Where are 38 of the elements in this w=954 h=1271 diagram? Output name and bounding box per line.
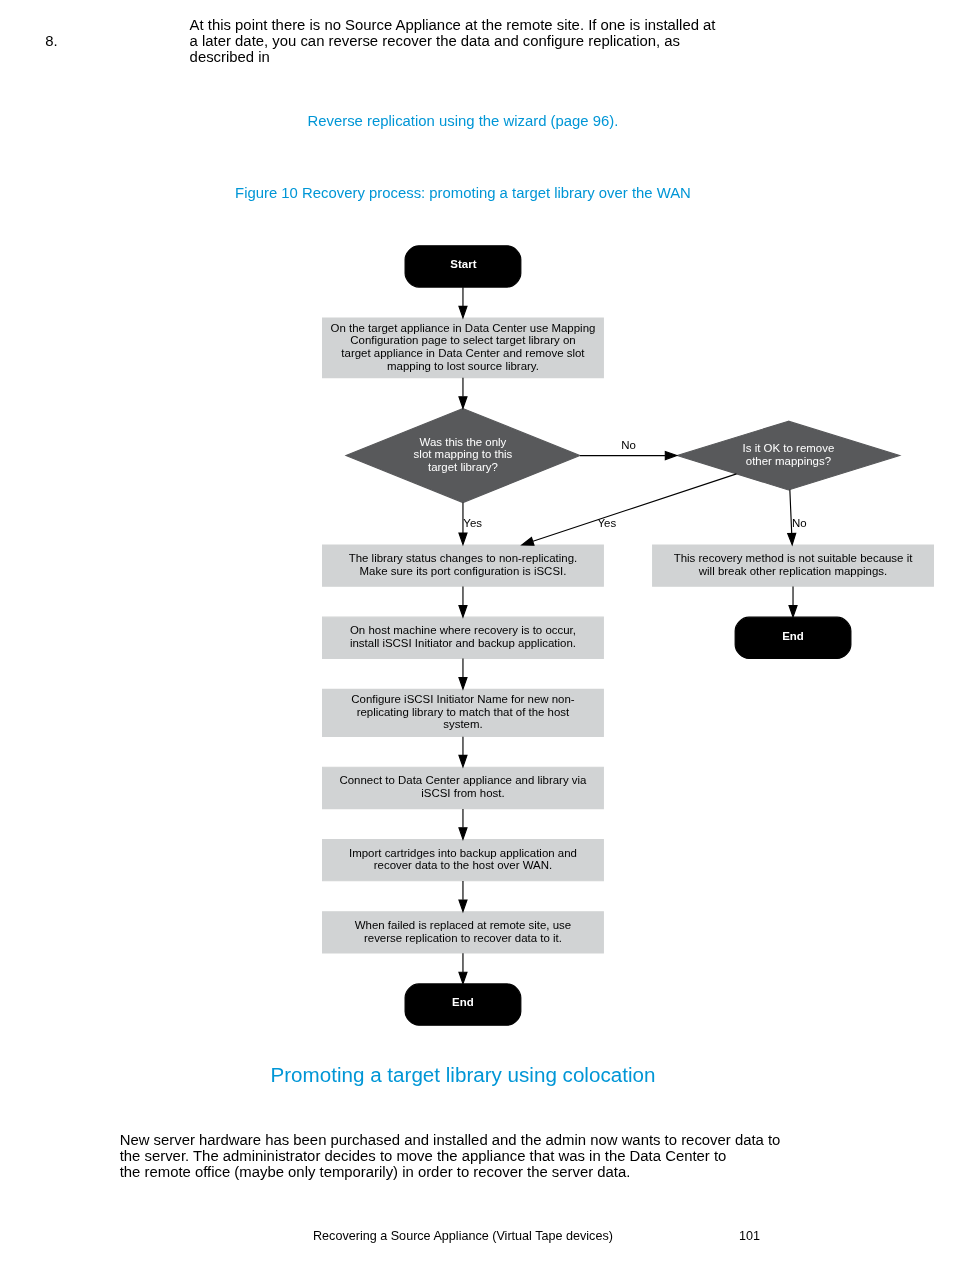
arrow: [458, 502, 468, 547]
edge-label: Yes: [463, 516, 483, 529]
node-box: Connect to Data Center appliance and library via iSCSI from host.: [322, 766, 604, 810]
node-box: Import cartridges into backup application and recover data to the host over WAN.: [322, 838, 604, 882]
arrow: [458, 286, 468, 320]
arrow: [458, 736, 468, 769]
edge-label: Yes: [597, 516, 617, 529]
label: 101: [738, 1229, 760, 1244]
label: Reverse replication using the wizard (page 96).: [307, 112, 619, 129]
node-box: Start: [404, 245, 522, 288]
arrow: [579, 450, 679, 461]
node-diamond: Is it OK to remove other mappings?: [675, 420, 902, 491]
label: At this point there is no Source Appliance at the remote site. If one is installed at a later date, you can reverse recover the data and configure replication, as described in: [189, 16, 716, 65]
label: New server hardware has been purchased and installed and the admin now wants to recover data to the server. The admininistrator decides to move the appliance that was in the Data Center to the remote office (maybe only temporarily) in order to recover the server data.: [119, 1131, 781, 1180]
node-box: When failed is replaced at remote site, use reverse replication to recover data to it.: [322, 911, 604, 954]
arrow: [520, 473, 738, 546]
arrow: [458, 880, 468, 914]
node-box: End: [734, 616, 852, 659]
arrow: [458, 952, 468, 986]
label: Recovering a Source Appliance (Virtual Tape devices): [313, 1229, 613, 1244]
arrow: [458, 377, 468, 410]
node-box: On the target appliance in Data Center use Mapping Configuration page to select target library on target appliance in Data Center and remove slot mapping to lost source library.: [322, 317, 604, 379]
edge-label: No: [792, 516, 807, 529]
node-box: On host machine where recovery is to occur, install iSCSI Initiator and backup application.: [322, 616, 604, 659]
edge-label: No: [621, 438, 636, 451]
label: Promoting a target library using colocation: [270, 1062, 656, 1086]
node-box: The library status changes to non-replicating. Make sure its port configuration is iSCSI.: [322, 544, 604, 587]
node-box: This recovery method is not suitable because it will break other replication mappings.: [652, 544, 934, 587]
label: Figure 10 Recovery process: promoting a target library over the WAN: [235, 185, 691, 202]
arrow: [786, 489, 797, 547]
arrow: [458, 657, 468, 691]
node-box: Configure iSCSI Initiator Name for new non-replicating library to match that of the host system.: [322, 688, 604, 737]
arrow: [458, 586, 468, 619]
arrow: [458, 808, 468, 842]
label: 8.: [45, 32, 58, 49]
node-box: End: [404, 983, 522, 1026]
arrow: [788, 586, 798, 619]
node-diamond: Was this the only slot mapping to this target library?: [344, 407, 582, 504]
